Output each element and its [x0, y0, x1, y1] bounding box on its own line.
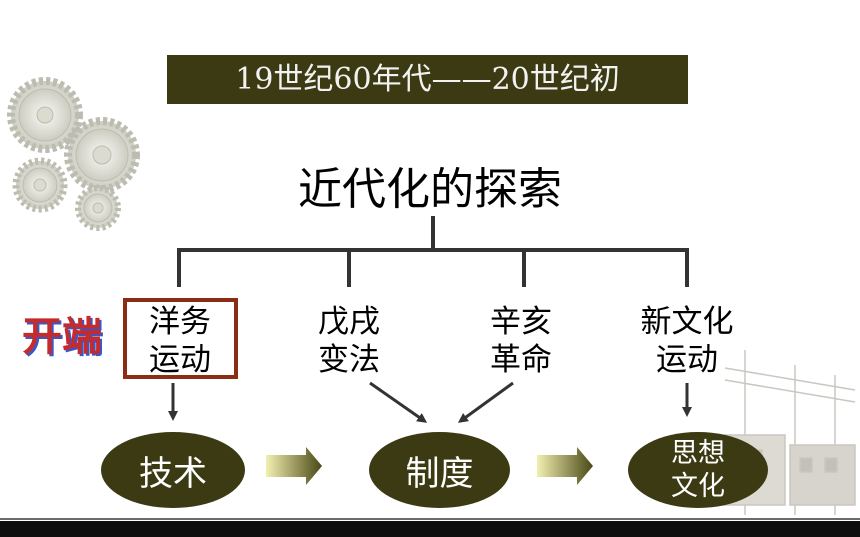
branch-xinhai: 辛亥 革命: [469, 303, 573, 379]
footer-bar: [0, 521, 860, 537]
start-label: 开端: [22, 314, 102, 360]
footer-divider: [0, 518, 860, 520]
branch-new-culture: 新文化 运动: [622, 303, 752, 379]
arrow-wuxu-to-system: [369, 381, 428, 423]
branch-line1: 新文化: [640, 304, 734, 340]
arrow-xinhai-to-system: [457, 381, 514, 423]
branch-line2: 革命: [490, 342, 552, 378]
start-highlight-box: [123, 298, 238, 379]
branch-line2: 运动: [149, 342, 211, 378]
branch-line1: 洋务: [149, 304, 211, 340]
branch-line1: 辛亥: [490, 304, 552, 340]
branch-line1: 戊戌: [318, 304, 380, 340]
outcome-label-line2: 文化: [671, 471, 725, 502]
outcome-label: 制度: [405, 453, 474, 494]
outcome-label-line1: 思想: [671, 438, 725, 469]
outcome-thought-culture: 思想 文化: [628, 432, 768, 508]
outcome-label: 技术: [139, 453, 207, 494]
outcome-technology: 技术: [101, 432, 245, 508]
branch-wuxu: 戊戌 变法: [297, 303, 401, 379]
branch-line2: 运动: [656, 342, 718, 378]
gears-decoration-icon: [7, 77, 140, 231]
branch-yangwu: 洋务 运动: [128, 303, 232, 379]
main-title: 近代化的探索: [298, 164, 562, 215]
period-banner: 19世纪60年代——20世纪初: [167, 55, 688, 104]
progress-arrow-1: [266, 447, 322, 485]
outcome-system: 制度: [369, 432, 510, 508]
progress-arrow-2: [537, 447, 593, 485]
branch-line2: 变法: [318, 342, 380, 378]
